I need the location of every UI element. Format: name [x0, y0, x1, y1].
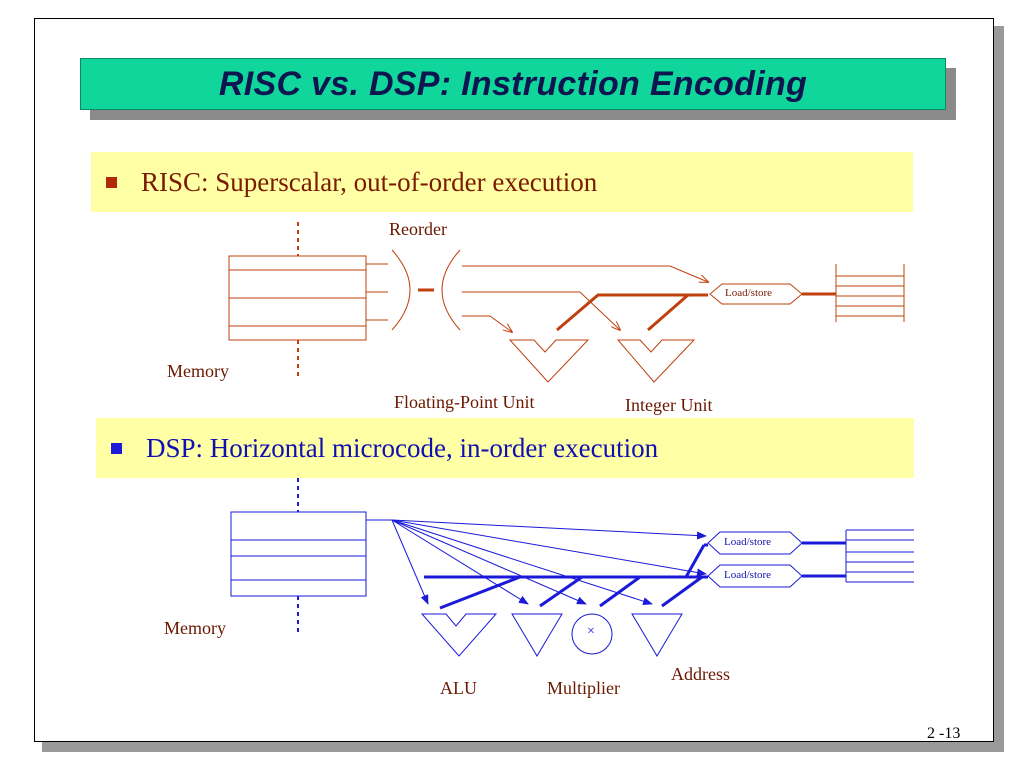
risc-diagram — [228, 222, 905, 383]
page-number: 2 -13 — [927, 725, 961, 742]
reorder-outputs — [462, 265, 708, 332]
address-label: Address — [671, 664, 730, 684]
risc-register-file — [835, 264, 905, 322]
risc-memory-label: Memory — [167, 361, 229, 381]
multiply-symbol-icon: × — [587, 624, 595, 639]
alu-label: ALU — [440, 678, 477, 698]
memory-output-lines — [366, 263, 388, 321]
square-bullet-icon — [111, 442, 122, 454]
multiplier-shape — [571, 613, 613, 655]
risc-memory-block — [228, 255, 367, 341]
risc-loadstore-label: Load/store — [725, 287, 773, 299]
microcode-fanout — [391, 519, 707, 606]
alu-shape — [420, 613, 498, 657]
dsp-register-file — [845, 529, 914, 583]
dsp-bullet-text: DSP: Horizontal microcode, in-order exec… — [146, 432, 659, 463]
dsp-memory-label: Memory — [164, 618, 226, 638]
reorder-crossover — [391, 249, 461, 331]
dsp-bullet-band: DSP: Horizontal microcode, in-order exec… — [96, 418, 914, 478]
slide-title: RISC vs. DSP: Instruction Encoding — [218, 64, 808, 103]
fpu-label: Floating-Point Unit — [394, 392, 535, 412]
dsp-memory-block — [230, 511, 367, 597]
multiplier-label: Multiplier — [547, 678, 620, 698]
slide — [34, 18, 994, 742]
square-bullet-icon — [106, 176, 117, 188]
dsp-loadstore-label-1: Load/store — [724, 536, 772, 548]
reorder-label: Reorder — [389, 219, 447, 239]
address-unit-shape — [631, 613, 683, 657]
title-banner: RISC vs. DSP: Instruction Encoding — [80, 58, 946, 110]
loadstore-regfile-links — [802, 541, 846, 578]
risc-bullet-text: RISC: Superscalar, out-of-order executio… — [141, 166, 598, 197]
risc-bullet-band: RISC: Superscalar, out-of-order executio… — [91, 152, 913, 212]
floating-point-unit-shape — [508, 339, 590, 383]
unit-shape — [511, 613, 563, 657]
risc-bus — [556, 293, 708, 332]
dsp-diagram — [230, 478, 914, 657]
integer-unit-label: Integer Unit — [625, 395, 713, 415]
dsp-bus — [424, 543, 708, 610]
dsp-loadstore-label-2: Load/store — [724, 569, 772, 581]
integer-unit-shape — [616, 339, 696, 383]
